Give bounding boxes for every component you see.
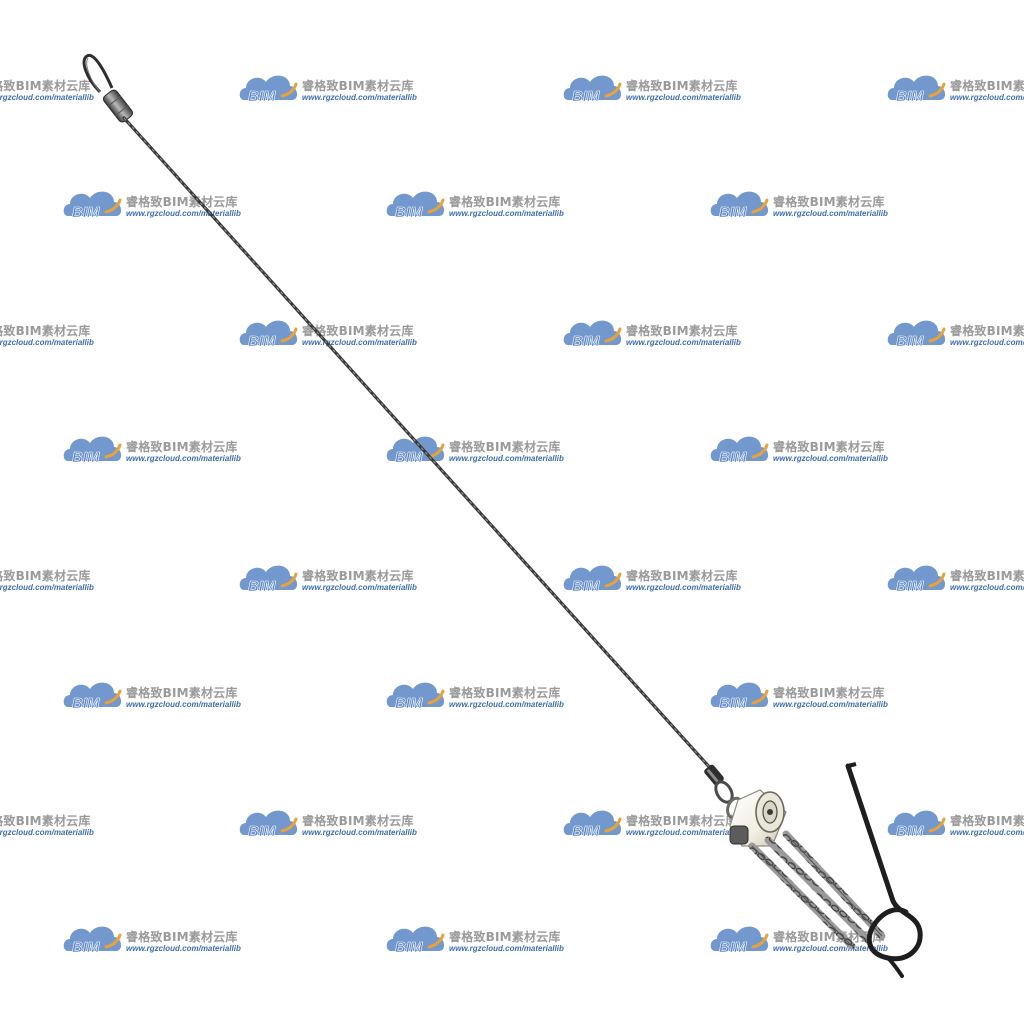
top-ferrule [102, 89, 134, 123]
hook [845, 762, 923, 978]
top-eye-loop [82, 54, 114, 94]
pulley-block [729, 789, 787, 847]
chains [748, 830, 886, 950]
wire-rope [122, 116, 714, 772]
lower-ferrule [704, 764, 724, 786]
